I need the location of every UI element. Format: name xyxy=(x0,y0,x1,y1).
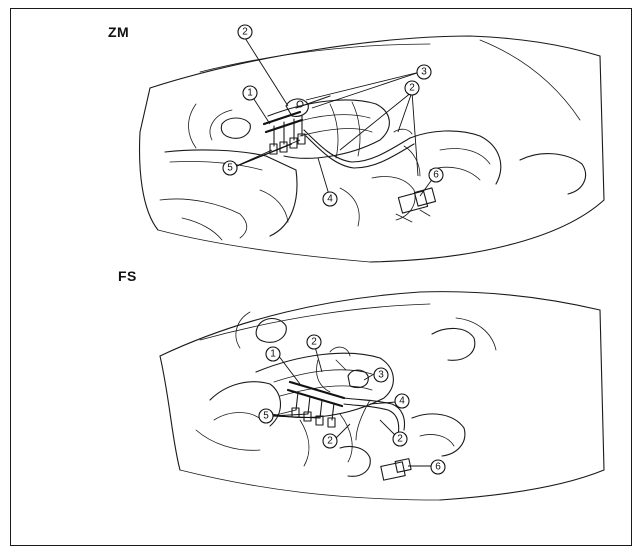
svg-text:5: 5 xyxy=(227,163,233,174)
svg-text:4: 4 xyxy=(399,396,405,407)
zm-callout-1: 1 xyxy=(242,85,258,101)
svg-text:6: 6 xyxy=(435,462,441,473)
zm-callout-6: 6 xyxy=(428,167,444,183)
svg-text:2: 2 xyxy=(327,436,333,447)
zm-panel-label: ZM xyxy=(108,24,130,40)
fs-callout-1: 1 xyxy=(265,346,281,362)
svg-text:6: 6 xyxy=(433,170,439,181)
zm-callout-2-right: 2 xyxy=(404,80,420,96)
svg-text:2: 2 xyxy=(311,337,317,348)
zm-callout-4: 4 xyxy=(322,191,338,207)
fs-callout-2-bottom-left: 2 xyxy=(322,433,338,449)
svg-text:2: 2 xyxy=(397,434,403,445)
fs-panel-label: FS xyxy=(118,268,137,284)
svg-text:2: 2 xyxy=(409,83,415,94)
fs-callout-2-bottom-right: 2 xyxy=(392,431,408,447)
svg-text:3: 3 xyxy=(378,370,384,381)
fs-callout-6: 6 xyxy=(430,459,446,475)
zm-callout-5: 5 xyxy=(222,160,238,176)
svg-text:4: 4 xyxy=(327,194,333,205)
zm-callout-3: 3 xyxy=(416,64,432,80)
svg-text:3: 3 xyxy=(421,67,427,78)
fs-callout-5: 5 xyxy=(258,408,274,424)
svg-text:5: 5 xyxy=(263,411,269,422)
fs-callout-3: 3 xyxy=(373,367,389,383)
svg-text:2: 2 xyxy=(242,27,248,38)
zm-callout-2-top: 2 xyxy=(237,24,253,40)
fs-callout-2-top: 2 xyxy=(306,334,322,350)
fs-callout-4: 4 xyxy=(394,393,410,409)
svg-text:1: 1 xyxy=(270,349,276,360)
fs-engine-illustration xyxy=(159,291,605,501)
diagram-frame xyxy=(10,8,632,546)
svg-text:1: 1 xyxy=(247,88,253,99)
zm-engine-illustration xyxy=(138,35,605,263)
